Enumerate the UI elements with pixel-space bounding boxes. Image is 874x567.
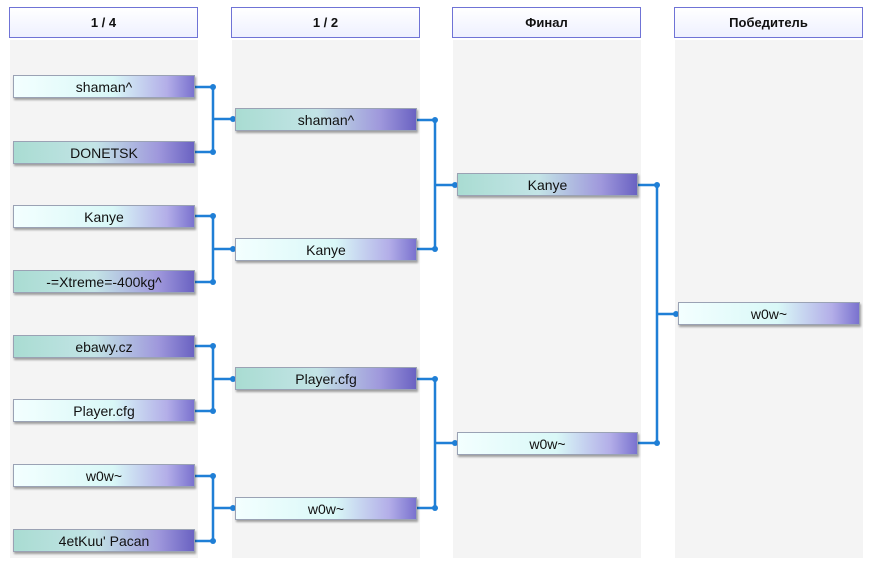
bracket-slot-final[interactable]: Kanye [457,173,638,196]
bracket-slot-quarterfinal[interactable]: ebawy.cz [13,335,195,358]
round-header-final: Финал [452,7,641,38]
bracket-connector-line [417,118,455,251]
bracket-connector-line [638,183,676,445]
connector-dot [230,246,236,252]
round-header-winner: Победитель [674,7,863,38]
bracket-connector-line [195,344,233,413]
bracket-slot-quarterfinal[interactable]: w0w~ [13,464,195,487]
connector-dot [210,213,216,219]
connector-dot [230,116,236,122]
bracket-connector-line [195,214,233,284]
bracket-connector-line [195,85,233,154]
connector-dot [230,505,236,511]
connector-dot [210,473,216,479]
bracket-slot-quarterfinal[interactable]: shaman^ [13,75,195,98]
bracket-slot-final[interactable]: w0w~ [457,432,638,455]
connector-dot [452,440,458,446]
bracket-slot-semifinal[interactable]: Kanye [235,238,417,261]
bracket-slot-semifinal[interactable]: Player.cfg [235,367,417,390]
bracket-connector-line [195,474,233,543]
bracket-slot-semifinal[interactable]: shaman^ [235,108,417,131]
connector-dot [432,117,438,123]
bracket-slot-quarterfinal[interactable]: 4etKuu' Pacan [13,529,195,552]
connector-dot [210,343,216,349]
bracket-slot-quarterfinal[interactable]: -=Xtreme=-400kg^ [13,270,195,293]
connector-dot [654,440,660,446]
bracket-slot-winner[interactable]: w0w~ [678,302,860,325]
round-header-semifinal: 1 / 2 [231,7,420,38]
connector-dot [432,246,438,252]
connector-dot [210,279,216,285]
bracket-connector-line [417,377,455,510]
connector-dot [432,505,438,511]
bracket-slot-quarterfinal[interactable]: DONETSK [13,141,195,164]
connector-dot [230,376,236,382]
round-column-winner [675,40,863,558]
connector-dot [654,182,660,188]
connector-dot [432,376,438,382]
round-column-final [453,40,641,558]
connector-dot [452,182,458,188]
bracket-slot-quarterfinal[interactable]: Kanye [13,205,195,228]
connector-dot [210,149,216,155]
round-header-quarterfinal: 1 / 4 [9,7,198,38]
connector-dot [210,538,216,544]
connector-dot [210,408,216,414]
bracket-slot-semifinal[interactable]: w0w~ [235,497,417,520]
connector-dot [210,84,216,90]
bracket-slot-quarterfinal[interactable]: Player.cfg [13,399,195,422]
connector-dot [673,311,679,317]
